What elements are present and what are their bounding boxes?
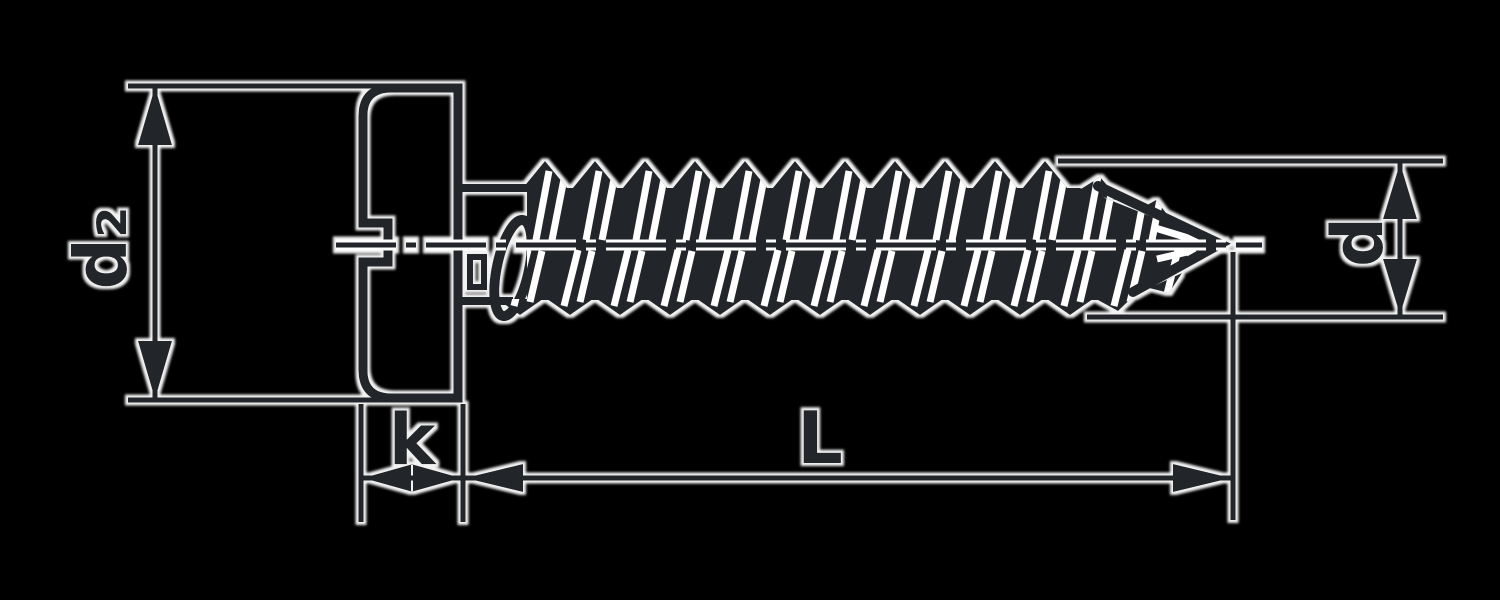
thread-runout-mark [467,254,487,290]
thread-band [527,188,1220,300]
arrowheads-k [363,464,461,492]
label-head-diameter: d₂ [59,206,143,289]
label-head-height: k [389,399,437,481]
label-thread-diameter: d [1317,217,1399,267]
dimension-length: L [463,252,1236,520]
label-length: L [797,396,843,480]
extension-lines-k [358,404,466,522]
dimension-head-diameter: d₂ [59,83,462,403]
dimension-thread-diameter: d [1058,158,1443,320]
arrowheads-d [1383,163,1417,315]
screw-head [358,83,463,403]
extension-lines-d2 [128,83,462,403]
dimension-head-height: k [358,399,466,522]
screw-head-outline [358,83,463,403]
extension-lines-d [1058,158,1443,320]
